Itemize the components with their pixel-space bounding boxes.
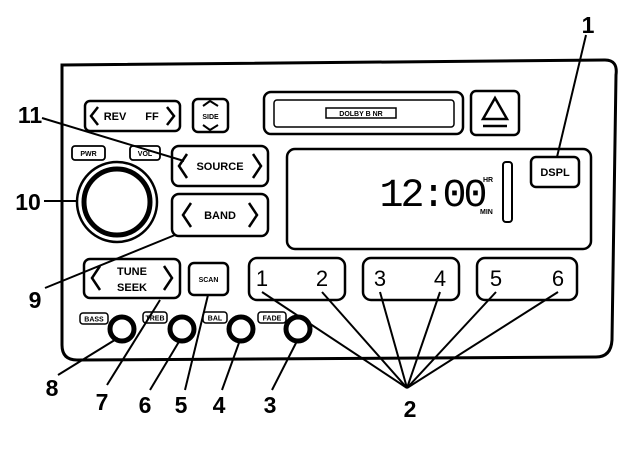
callout-9: 9 xyxy=(29,287,42,313)
svg-text:BAL: BAL xyxy=(208,316,223,323)
callout-1: 1 xyxy=(582,12,595,38)
ff-label: FF xyxy=(145,111,159,123)
preset-5-label: 5 xyxy=(490,266,502,291)
display-window: 12:00 HR MIN xyxy=(285,147,593,251)
side-up-icon xyxy=(202,99,219,107)
source-label: SOURCE xyxy=(196,161,243,173)
side-label: SIDE xyxy=(202,114,219,121)
svg-text:FADE: FADE xyxy=(263,316,282,323)
cassette-slot: DOLBY B NR xyxy=(262,90,465,136)
bal-tag: BAL xyxy=(202,311,228,324)
rev-ff-button[interactable]: REV FF xyxy=(83,99,182,133)
preset-3-label: 3 xyxy=(374,266,386,291)
svg-text:BASS: BASS xyxy=(84,317,104,324)
bass-tag: BASS xyxy=(79,312,109,325)
cassette-brand: DOLBY B NR xyxy=(339,111,382,118)
preset-1-label: 1 xyxy=(256,266,268,291)
preset-6-label: 6 xyxy=(552,266,564,291)
band-button[interactable]: BAND xyxy=(170,192,270,238)
display-bar xyxy=(502,161,513,223)
dspl-label: DSPL xyxy=(540,167,570,179)
treb-tag: TREB xyxy=(142,311,168,324)
dspl-button[interactable]: DSPL xyxy=(529,155,581,189)
treble-knob[interactable] xyxy=(167,314,197,344)
callout-7: 7 xyxy=(96,389,109,415)
dolby-logo xyxy=(325,107,397,119)
tune-label: TUNE xyxy=(117,266,147,278)
vol-tag: VOL xyxy=(129,145,161,161)
band-label: BAND xyxy=(204,210,236,222)
pwr-button[interactable]: PWR xyxy=(71,145,106,161)
fade-tag: FADE xyxy=(257,311,287,324)
side-down-icon xyxy=(202,124,219,132)
callout-11: 11 xyxy=(18,102,43,128)
leader-lines xyxy=(41,34,587,391)
tune-seek-button[interactable]: TUNE SEEK xyxy=(82,257,182,300)
callout-6: 6 xyxy=(139,392,152,418)
eject-button[interactable] xyxy=(469,89,521,137)
hr-label: HR xyxy=(483,177,493,184)
callout-3: 3 xyxy=(264,392,277,418)
eject-icon xyxy=(480,95,510,121)
source-button[interactable]: SOURCE xyxy=(170,144,270,188)
radio-faceplate xyxy=(60,58,618,362)
callout-10: 10 xyxy=(15,189,41,215)
min-label: MIN xyxy=(480,209,493,216)
bass-knob[interactable] xyxy=(107,314,137,344)
clock-readout: 12:00 xyxy=(379,174,485,219)
preset-button-1-2[interactable]: 1 2 xyxy=(247,256,347,302)
side-button[interactable]: SIDE xyxy=(191,97,230,134)
preset-button-5-6[interactable]: 5 6 xyxy=(475,256,579,302)
callout-4: 4 xyxy=(213,392,226,418)
vol-label: VOL xyxy=(138,151,153,158)
svg-text:TREB: TREB xyxy=(145,316,164,323)
seek-label: SEEK xyxy=(117,282,147,294)
scan-label: SCAN xyxy=(199,277,219,284)
preset-button-3-4[interactable]: 3 4 xyxy=(361,256,461,302)
balance-knob[interactable] xyxy=(226,314,256,344)
pwr-label: PWR xyxy=(80,151,96,158)
power-volume-knob[interactable] xyxy=(75,160,159,244)
scan-button[interactable]: SCAN xyxy=(187,261,230,297)
preset-4-label: 4 xyxy=(434,266,446,291)
preset-2-label: 2 xyxy=(316,266,328,291)
rev-label: REV xyxy=(104,111,127,123)
callout-5: 5 xyxy=(175,392,188,418)
callout-8: 8 xyxy=(46,375,59,401)
callout-2: 2 xyxy=(404,396,417,422)
